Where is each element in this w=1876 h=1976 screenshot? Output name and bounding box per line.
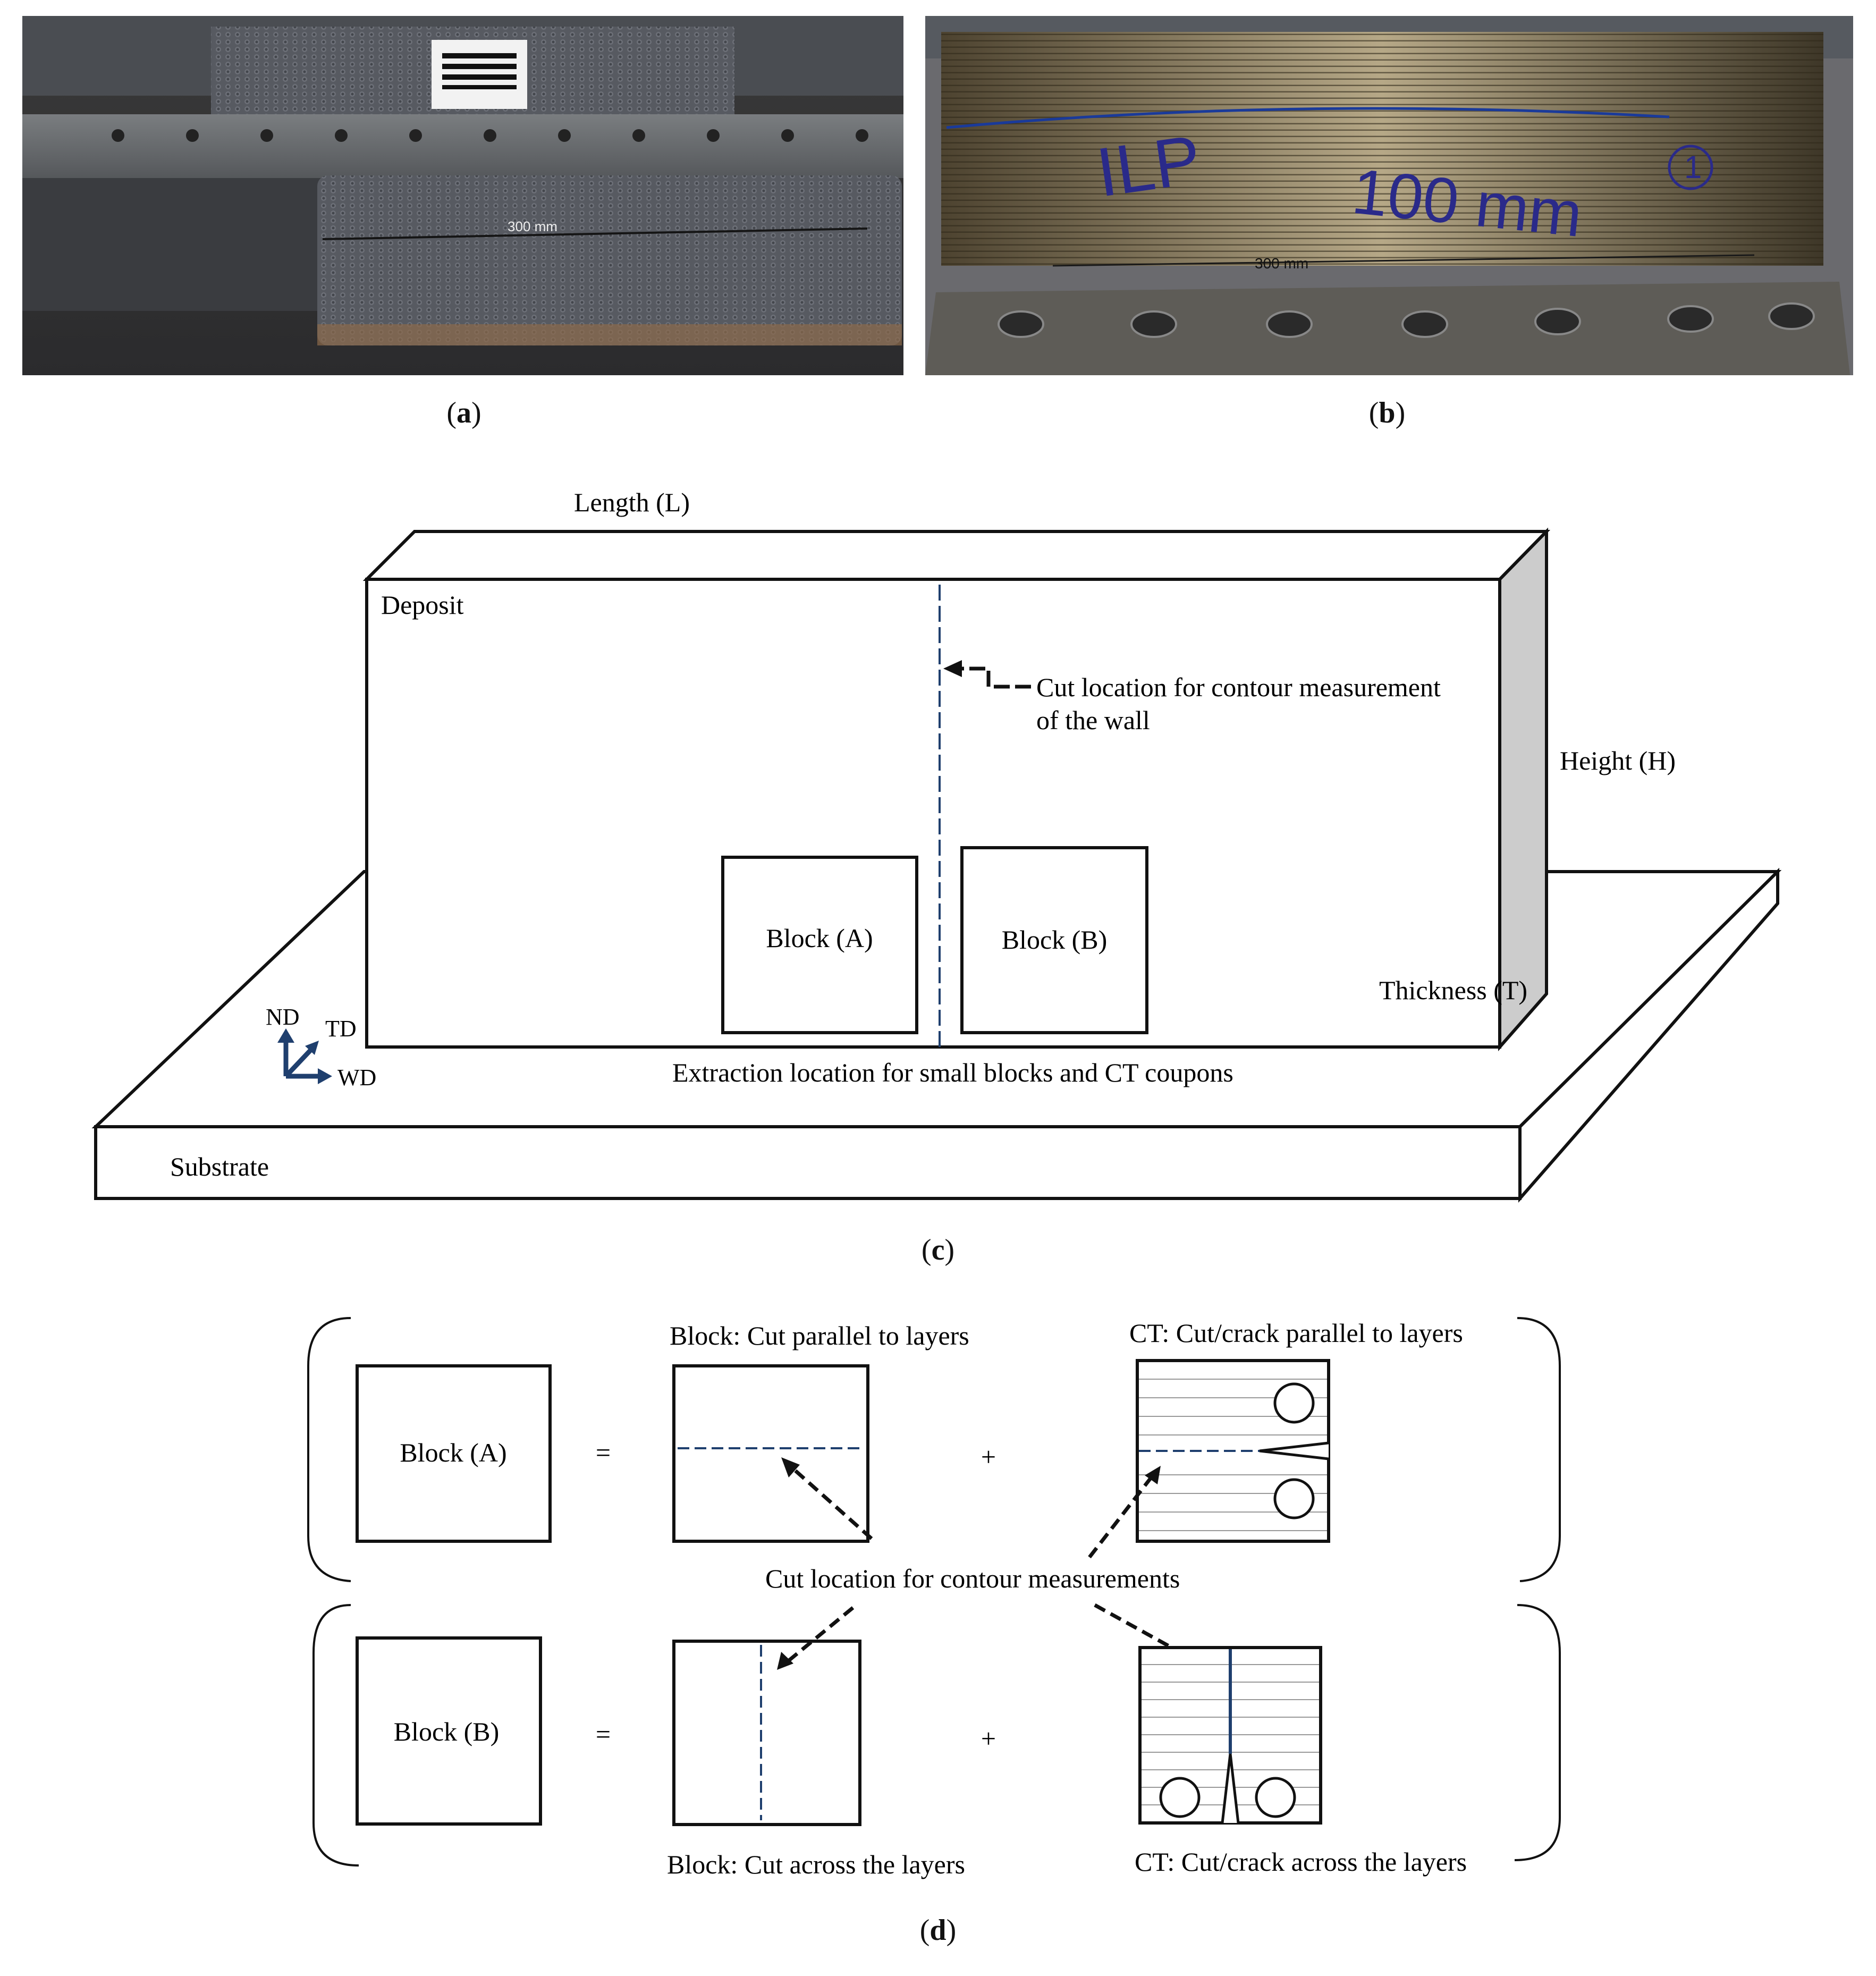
- block-b-label: Block (B): [1002, 925, 1108, 955]
- nd-axis-arrowhead: [277, 1028, 294, 1043]
- dimension-line: [1052, 254, 1755, 267]
- block-b: [960, 846, 1148, 1034]
- group-brackets: [307, 1317, 1561, 1867]
- clamp-bolt-holes: [112, 129, 868, 142]
- cut-location-label-line2: of the wall: [1036, 705, 1150, 735]
- td-axis-label: TD: [325, 1016, 357, 1042]
- equals-sign-a: =: [596, 1438, 611, 1467]
- wd-axis-label: WD: [337, 1065, 376, 1091]
- caption-c: (c): [921, 1234, 955, 1266]
- photo-b-dimension-label: 300 mm: [1255, 255, 1308, 272]
- cut-location-label-line1: Cut location for contour measurement: [1036, 672, 1441, 702]
- clamp-rail: [22, 114, 903, 178]
- equals-sign-b: =: [596, 1719, 611, 1749]
- ct-across-label: CT: Cut/crack across the layers: [1135, 1847, 1467, 1877]
- caption-b: (b): [1368, 396, 1406, 429]
- ct-parallel-label: CT: Cut/crack parallel to layers: [1129, 1318, 1463, 1348]
- length-label: Length (L): [574, 487, 690, 517]
- extraction-location-label: Extraction location for small blocks and…: [672, 1058, 1233, 1087]
- block-across-cut-box: [672, 1640, 861, 1826]
- photo-a-deposit-top-view: 300 mm: [22, 16, 903, 375]
- block-a-label: Block (A): [766, 923, 873, 953]
- block-a-box: [356, 1364, 552, 1543]
- cut-contour-label: Cut location for contour measurements: [765, 1564, 1180, 1593]
- plus-sign-b: +: [981, 1724, 996, 1753]
- substrate-plate: [925, 282, 1850, 375]
- diagram-c-wall-schematic: Block (A) Block (B) Length (L) Height (H…: [91, 487, 1782, 1203]
- block-across-label: Block: Cut across the layers: [667, 1850, 965, 1879]
- block-a-label: Block (A): [400, 1438, 506, 1467]
- handwriting-number: 1: [1684, 149, 1702, 185]
- wd-axis-arrowhead: [318, 1068, 332, 1084]
- ct-across-specimen: [1138, 1646, 1322, 1825]
- handwriting-ilp: ILP: [1092, 120, 1206, 212]
- caption-a: (a): [446, 396, 481, 429]
- deposit-thickness-face: [1498, 527, 1548, 1051]
- cut-location-arrowhead: [943, 660, 962, 677]
- substrate-holes: [998, 302, 1815, 338]
- block-parallel-label: Block: Cut parallel to layers: [670, 1321, 969, 1350]
- deposit-label: Deposit: [381, 590, 464, 620]
- block-b-box: [356, 1636, 542, 1826]
- plus-sign-a: +: [981, 1442, 996, 1472]
- block-b-label: Block (B): [394, 1717, 500, 1746]
- diagram-d-block-sectioning: Block (A) = Block: Cut parallel to layer…: [307, 1317, 1561, 1879]
- thickness-label: Thickness (T): [1379, 975, 1527, 1005]
- cut-location-arrow: [954, 666, 1031, 689]
- block-parallel-cut-box: [672, 1364, 869, 1543]
- deposit-top-face: [362, 530, 1551, 581]
- dimension-line: [322, 227, 868, 240]
- photo-a-dimension-label: 300 mm: [508, 218, 557, 234]
- ct-parallel-specimen: [1136, 1359, 1330, 1543]
- nd-axis-label: ND: [266, 1004, 300, 1030]
- caption-d: (d): [919, 1914, 957, 1947]
- deposit-wall: [317, 175, 902, 345]
- height-label: Height (H): [1560, 746, 1676, 775]
- block-a: [721, 856, 918, 1034]
- substrate-label: Substrate: [170, 1152, 269, 1181]
- deposit-front-face: [365, 578, 1501, 1049]
- substrate-front-face: [94, 1125, 1522, 1200]
- photo-b-deposit-side-view: ILP 100 mm 1 300 mm: [925, 16, 1853, 375]
- td-axis-arrowhead: [305, 1041, 319, 1055]
